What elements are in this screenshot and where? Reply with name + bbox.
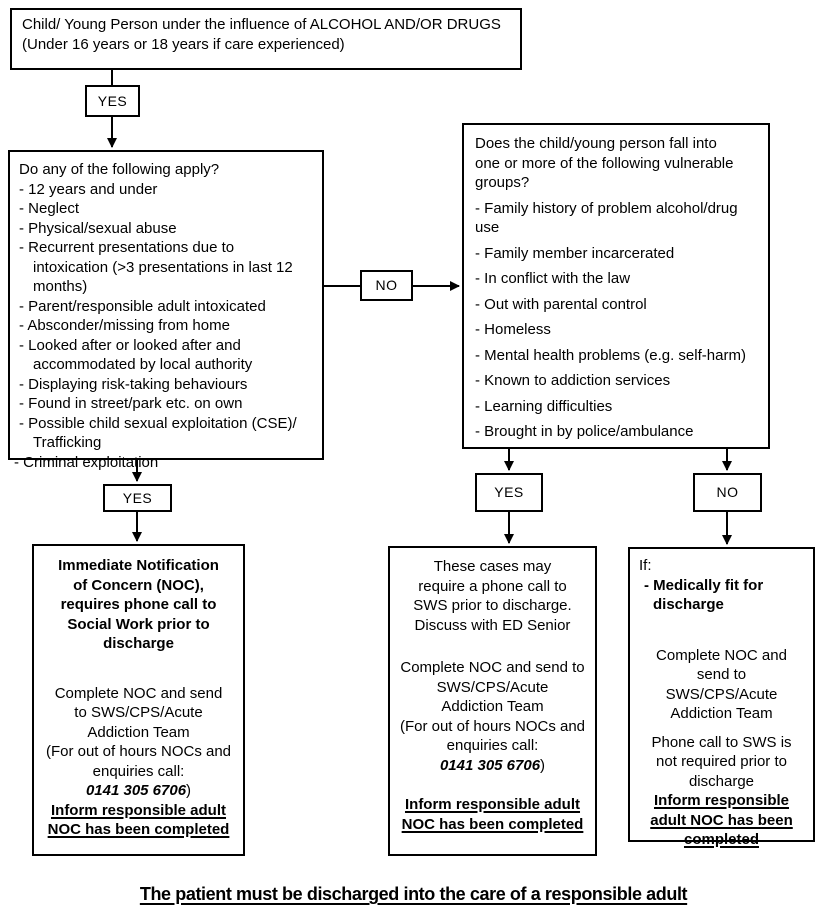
medically-fit-condition: - Medically fit for discharge (644, 576, 764, 614)
sws-intro: These cases may require a phone call to … (413, 558, 572, 634)
immediate-noc-heading: Immediate Notification of Concern (NOC),… (58, 557, 219, 652)
no-label-right-text: NO (716, 484, 739, 501)
criteria-item: - Criminal exploitation (14, 453, 159, 471)
vulnerable-item: - Mental health problems (e.g. self-harm… (475, 346, 746, 364)
yes-label-right-text: YES (494, 484, 524, 501)
immediate-noc-box: Immediate Notification of Concern (NOC),… (32, 544, 245, 856)
complete-text: Complete NOC and send to SWS/CPS/Acute A… (45, 684, 232, 780)
immediate-noc-complete: Complete NOC and send to SWS/CPS/Acute A… (40, 684, 237, 801)
criteria-heading: Do any of the following apply? (19, 161, 220, 178)
medically-fit-box: If: - Medically fit for discharge Comple… (628, 547, 815, 848)
close-paren: ) (186, 782, 192, 799)
phone-number: 0141 305 6706 (439, 756, 541, 774)
yes-label-top: YES (85, 85, 140, 117)
vulnerable-heading: Does the child/young person fall into on… (475, 135, 734, 191)
criteria-item: - Physical/sexual abuse (19, 219, 177, 237)
yes-label-left-text: YES (122, 489, 153, 506)
criteria-item: - Neglect (19, 200, 80, 217)
if-label: If: (639, 557, 652, 574)
vulnerable-groups-box: Does the child/young person fall into on… (462, 123, 770, 449)
criteria-item: - Parent/responsible adult intoxicated (19, 297, 266, 315)
start-box-text: Child/ Young Person under the influence … (22, 16, 501, 53)
no-label-middle: NO (360, 270, 413, 301)
vulnerable-item: - Brought in by police/ambulance (475, 423, 694, 440)
vulnerable-item: - Family member incarcerated (475, 244, 675, 262)
criteria-item: - Absconder/missing from home (19, 317, 230, 334)
immediate-noc-inform: Inform responsible adult NOC has been co… (47, 801, 230, 839)
criteria-item: - Recurrent presentations due to intoxic… (19, 239, 293, 295)
vulnerable-item: - Known to addiction services (475, 372, 671, 389)
criteria-item: - Possible child sexual exploitation (CS… (19, 414, 297, 452)
yes-label-left: YES (103, 484, 172, 512)
criteria-item: - Looked after or looked after and accom… (19, 336, 253, 374)
vulnerable-item: - Family history of problem alcohol/drug… (475, 199, 738, 237)
yes-label-right: YES (475, 473, 543, 512)
vulnerable-item: - Out with parental control (475, 295, 647, 313)
sws-complete: Complete NOC and send to SWS/CPS/Acute A… (394, 658, 591, 775)
vulnerable-item: - Homeless (475, 321, 551, 338)
vulnerable-item: - In conflict with the law (475, 270, 631, 287)
footer-statement-text: The patient must be discharged into the … (139, 884, 688, 904)
start-box: Child/ Young Person under the influence … (10, 8, 522, 70)
sws-inform: Inform responsible adult NOC has been co… (401, 796, 584, 833)
close-paren: ) (540, 756, 546, 774)
vulnerable-item: - Learning difficulties (475, 397, 613, 415)
discharge-phone-note: Phone call to SWS is not required prior … (651, 733, 792, 790)
no-label-right: NO (693, 473, 762, 512)
complete-text: Complete NOC and send to SWS/CPS/Acute A… (399, 659, 586, 754)
criteria-box: Do any of the following apply? - 12 year… (8, 150, 324, 471)
footer-statement: The patient must be discharged into the … (0, 884, 827, 905)
phone-number: 0141 305 6706 (85, 782, 187, 799)
discharge-inform: Inform responsible adult NOC has been co… (650, 792, 793, 848)
criteria-item: - Displaying risk-taking behaviours (19, 375, 248, 393)
no-label-middle-text: NO (375, 277, 398, 294)
criteria-item: - 12 years and under (19, 180, 158, 198)
discharge-complete: Complete NOC and send to SWS/CPS/Acute A… (656, 646, 787, 723)
sws-phonecall-box: These cases may require a phone call to … (388, 546, 597, 856)
criteria-item: - Found in street/park etc. on own (19, 395, 243, 412)
yes-label-top-text: YES (97, 92, 128, 109)
